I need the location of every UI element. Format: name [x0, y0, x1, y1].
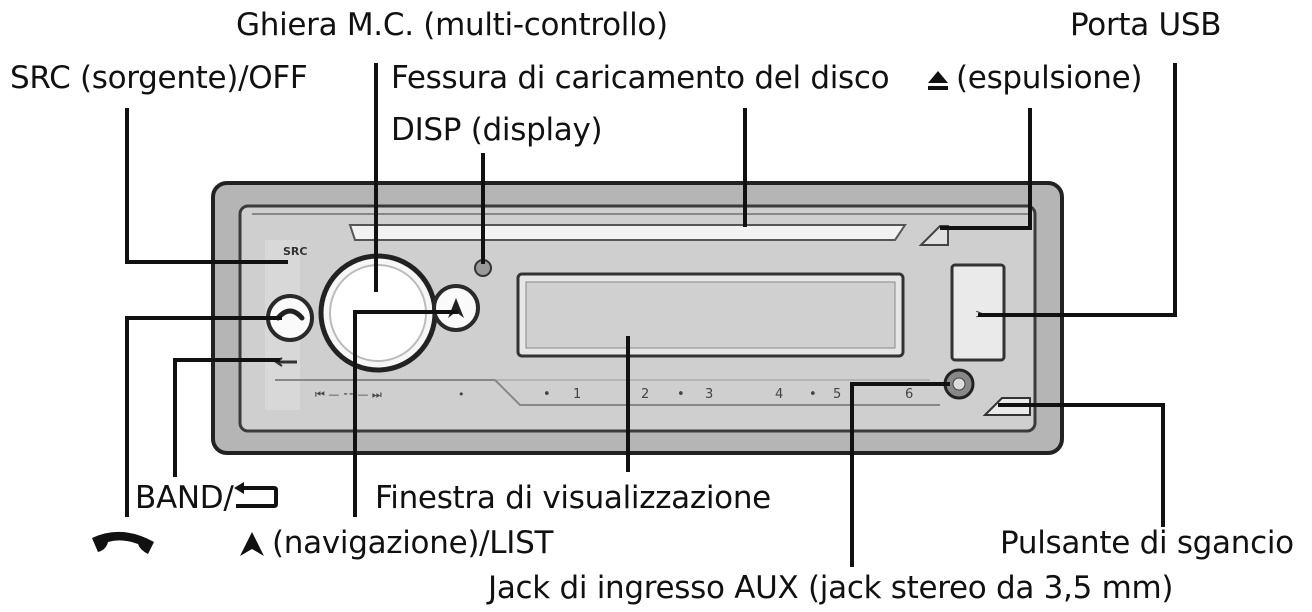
leader-src — [125, 108, 288, 264]
label-pulsante: Pulsante di sgancio — [1000, 525, 1294, 561]
svg-text:•: • — [543, 387, 551, 402]
svg-text:•: • — [458, 388, 465, 401]
label-ghiera: Ghiera M.C. (multi-controllo) — [236, 7, 668, 43]
leader-release — [998, 403, 1165, 527]
preset-5: 5 — [833, 387, 841, 402]
label-src: SRC (sorgente)/OFF — [10, 60, 308, 96]
label-band: BAND/ — [135, 480, 234, 516]
navigation-arrow-icon — [240, 532, 264, 556]
leader-navigation — [353, 310, 458, 517]
disc-slot — [348, 224, 907, 241]
back-arrow-icon — [234, 482, 278, 508]
svg-text:•: • — [809, 387, 817, 402]
src-mark: SRC — [283, 245, 307, 258]
phone-icon — [92, 531, 154, 554]
label-disp: DISP (display) — [391, 112, 603, 148]
label-fessura: Fessura di caricamento del disco — [391, 60, 890, 96]
usb-port-cover — [950, 263, 1006, 362]
label-porta-usb: Porta USB — [1070, 7, 1222, 43]
preset-4: 4 — [775, 387, 783, 402]
leader-band — [173, 358, 280, 477]
preset-3: 3 — [705, 387, 713, 402]
label-espulsione: (espulsione) — [956, 60, 1143, 96]
label-jack: Jack di ingresso AUX (jack stereo da 3,5… — [488, 570, 1174, 606]
label-finestra: Finestra di visualizzazione — [375, 480, 771, 516]
leader-phone — [125, 316, 282, 517]
preset-2: 2 — [641, 387, 649, 402]
svg-text:•: • — [677, 387, 685, 402]
eject-icon — [928, 71, 948, 90]
label-navigazione: (navigazione)/LIST — [272, 525, 554, 561]
leader-usb — [978, 63, 1177, 317]
leader-eject — [940, 108, 1032, 230]
preset-1: 1 — [573, 387, 581, 402]
leader-aux — [850, 382, 950, 567]
svg-text:⏮ — ⁃⁃ — ⏭: ⏮ — ⁃⁃ — ⏭ — [315, 388, 382, 401]
preset-6: 6 — [905, 387, 913, 402]
